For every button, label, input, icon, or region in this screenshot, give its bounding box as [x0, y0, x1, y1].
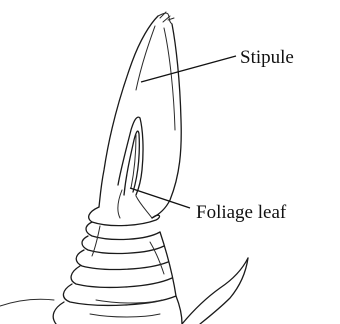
- basal-leaf-drawing: [0, 258, 248, 324]
- stem-drawing: [53, 207, 182, 324]
- foliage-leaf-label: Foliage leaf: [196, 202, 287, 223]
- foliage-leaf-drawing: [118, 117, 152, 218]
- stipule-label: Stipule: [240, 47, 294, 68]
- foliage-leaf-leader-line: [130, 188, 190, 208]
- stipule-drawing: [99, 12, 181, 218]
- stipule-leader-line: [141, 56, 236, 82]
